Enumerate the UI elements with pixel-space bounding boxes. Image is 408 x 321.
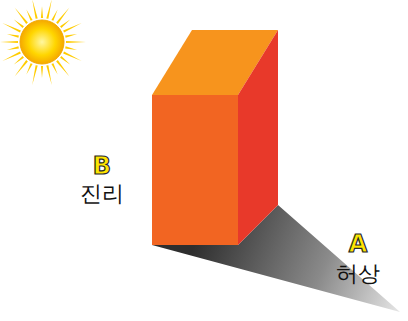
sun-ray (14, 56, 24, 64)
sun-ray (26, 63, 32, 74)
sun (20, 20, 64, 64)
sun-ray (65, 46, 77, 50)
point-label: 허상 (336, 262, 380, 286)
sun-ray (63, 23, 82, 33)
sun-ray (51, 63, 57, 74)
sun-ray (46, 0, 52, 19)
sun-ray (2, 51, 21, 61)
box-side (238, 30, 278, 245)
sun-ray (51, 10, 57, 21)
point-label: 진리 (80, 182, 124, 206)
sun-ray (65, 34, 77, 38)
sun-ray (46, 65, 52, 85)
sun-ray (60, 56, 70, 64)
sun-ray (56, 60, 69, 76)
sun-ray (66, 41, 86, 43)
sun-ray (60, 20, 70, 28)
sun-ray (14, 20, 24, 28)
sun-rays (0, 0, 86, 85)
sun-ray (7, 46, 19, 50)
sun-ray (15, 8, 28, 24)
sun-ray (26, 10, 32, 21)
sun-ray (0, 41, 18, 43)
sun-ray (41, 66, 43, 78)
sun-ray (41, 6, 43, 18)
sun-ray (32, 65, 38, 85)
point-letter: B (93, 153, 111, 179)
sun-ray (7, 34, 19, 38)
box-front (152, 95, 238, 245)
sun-ray (2, 23, 21, 33)
sun-ray (32, 0, 38, 19)
point-letter: A (349, 231, 368, 257)
sun-ray (63, 51, 82, 61)
